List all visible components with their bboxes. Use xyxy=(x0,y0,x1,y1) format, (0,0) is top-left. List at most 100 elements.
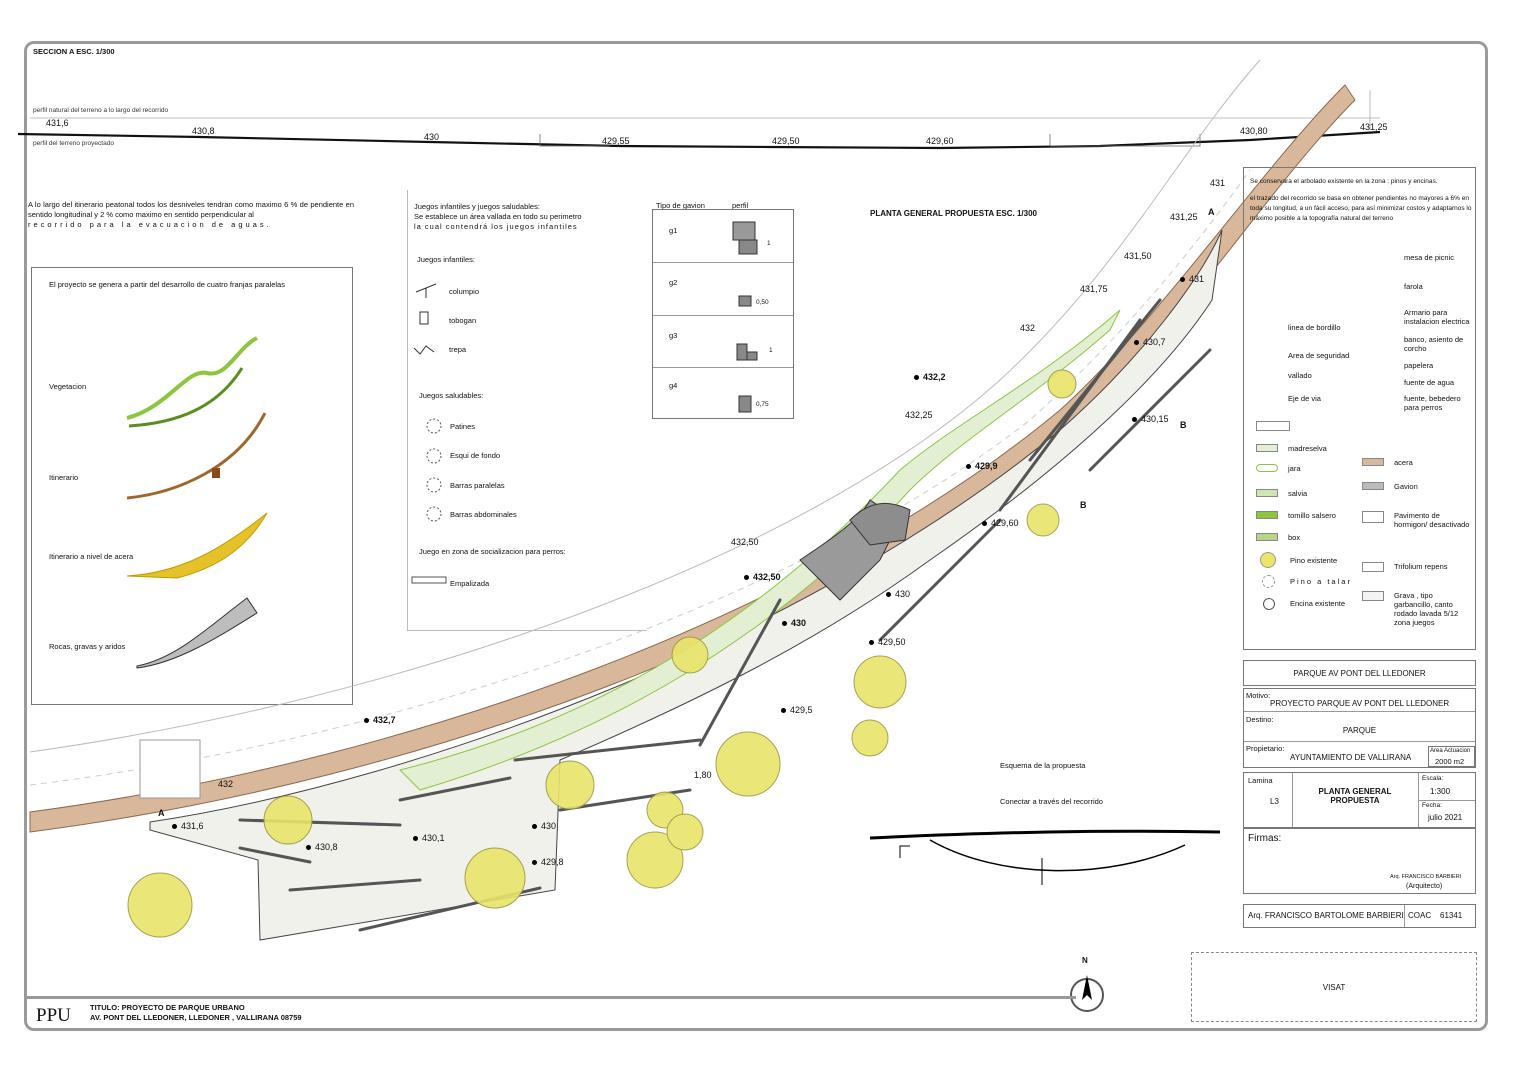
plan-elev-6: 432,2 xyxy=(914,372,946,382)
projected-profile-label: perfil del terreno proyectado xyxy=(33,140,114,147)
plan-elev-11: 432 xyxy=(218,779,234,789)
legend-safety-area: Area de seguridad xyxy=(1288,351,1350,360)
plan-elev-22: 429,60 xyxy=(982,518,1019,528)
scheme-text: Conectar a través del recorrido xyxy=(1000,797,1103,806)
motivo-value: PROYECTO PARQUE AV PONT DEL LLEDONER xyxy=(1270,699,1450,708)
coac-label: COAC xyxy=(1408,911,1432,920)
kids-game-swing: columpio xyxy=(449,287,480,296)
plan-elev-21: 429,50 xyxy=(869,637,906,647)
plan-elev-16: 429,8 xyxy=(532,857,564,867)
section-mark-b-bottom: B xyxy=(1080,500,1087,510)
gabion-row-g1-dim: 1 xyxy=(767,240,771,247)
legend-box-plant: box xyxy=(1288,533,1301,542)
legend-rockrose: jara xyxy=(1288,464,1301,473)
legend-existing-pine: Pino existente xyxy=(1290,556,1338,565)
plan-elev-8: 432,50 xyxy=(731,537,759,547)
dogs-games-title: Juego en zona de socializacion para perr… xyxy=(419,547,566,556)
section-level-4: 429,55 xyxy=(602,136,630,146)
architect-name: Arq. FRANCISCO BARTOLOME BARBIERI xyxy=(1248,911,1404,920)
kids-games-title: Juegos infantiles: xyxy=(417,255,475,264)
sheet-plan-title: PLANTA GENERAL PROPUESTA xyxy=(1318,787,1392,805)
legend-existing-oak: Encina existente xyxy=(1290,599,1346,608)
games-symbols xyxy=(411,283,447,584)
area-value: 2000 m2 xyxy=(1435,757,1465,766)
section-mark-a-top: A xyxy=(1208,207,1215,217)
concept-itinerary-sidewalk-label: Itinerario a nivel de acera xyxy=(49,552,134,561)
plan-elev-3: 431,50 xyxy=(1124,251,1152,261)
plan-elev-26: 431 xyxy=(1180,274,1204,284)
plan-elev-23: 429,9 xyxy=(966,461,998,471)
signature-role: (Arquitecto) xyxy=(1406,883,1443,890)
natural-profile-label: perfil natural del terreno a lo largo de… xyxy=(33,107,169,114)
destino-label: Destino: xyxy=(1246,715,1274,724)
concept-rocks-label: Rocas, gravas y aridos xyxy=(49,642,126,651)
legend-sage: salvia xyxy=(1288,489,1308,498)
gabion-col-type: Tipo de gavion xyxy=(656,201,705,210)
section-level-2: 430,8 xyxy=(192,126,215,136)
plan-elev-2: 431,25 xyxy=(1170,212,1198,222)
fecha-label: Fecha: xyxy=(1422,802,1442,809)
motivo-label: Motivo: xyxy=(1246,691,1271,700)
scheme-title: Esquema de la propuesta xyxy=(1000,761,1086,770)
gabion-row-g3: g3 xyxy=(669,331,678,340)
plan-elev-15: 430 xyxy=(532,821,556,831)
legend-swatch-honeysuckle xyxy=(1256,444,1278,452)
coac-number: 61341 xyxy=(1440,911,1463,920)
gabion-row-g4-dim: 0,75 xyxy=(756,401,769,408)
legend-swatch-pine-cut xyxy=(1262,575,1275,588)
section-level-5: 429,50 xyxy=(772,136,800,146)
plan-elev-25: 430,7 xyxy=(1134,337,1166,347)
legend-swatch-gravel xyxy=(1362,591,1384,601)
health-game-4: Barras abdominales xyxy=(450,510,517,519)
legend-road-axis: Eje de via xyxy=(1288,394,1321,403)
legend-swatch-box xyxy=(1256,533,1278,541)
architect-box: Arq. FRANCISCO BARTOLOME BARBIERI COAC 6… xyxy=(1243,904,1476,928)
legend-swatch-sidewalk xyxy=(1362,458,1384,466)
concept-title: El proyecto se genera a partir del desar… xyxy=(49,280,285,289)
titleblock-info-box: Motivo: PROYECTO PARQUE AV PONT DEL LLED… xyxy=(1243,688,1476,768)
plan-elev-17: 429,5 xyxy=(781,705,813,715)
legend-dog-fountain: fuente, bebedero para perros xyxy=(1404,394,1461,412)
concept-vegetation-label: Vegetacion xyxy=(49,382,87,391)
plan-elev-12: 431,6 xyxy=(172,821,204,831)
plan-elev-4: 431,75 xyxy=(1080,284,1108,294)
legend-swatch-sage xyxy=(1256,489,1278,497)
health-game-2: Esqui de fondo xyxy=(450,451,501,460)
signature-name: Arq. FRANCISCO BARBIERI xyxy=(1390,874,1462,880)
plan-elev-5: 432 xyxy=(1020,323,1036,333)
visat-label: VISAT xyxy=(1322,983,1346,992)
legend-bin: papelera xyxy=(1404,361,1434,370)
slopes-note-last: recorrido para la evacuacion de aguas. xyxy=(28,220,272,229)
escala-label: Escala: xyxy=(1422,775,1444,782)
gabion-row-g3-dim: 1 xyxy=(769,347,773,354)
north-arrow-label: N xyxy=(1082,956,1088,965)
health-game-1: Patines xyxy=(450,422,476,431)
legend-trifolium: Trifolium repens xyxy=(1394,562,1448,571)
section-level-1: 431,6 xyxy=(46,118,69,128)
titleblock-header: PARQUE AV PONT DEL LLEDONER xyxy=(1293,669,1426,678)
destino-value: PARQUE xyxy=(1342,726,1377,735)
games-note-title: Juegos infantiles y juegos saludables: xyxy=(414,202,540,211)
games-divider-bottom xyxy=(407,630,647,632)
plan-elev-14: 430,1 xyxy=(413,833,445,843)
legend-swatch-thyme xyxy=(1256,511,1278,519)
legend-swatch-trifolium xyxy=(1362,562,1384,572)
legend-swatch-blank xyxy=(1256,421,1290,431)
legend-concrete: Pavimento de hormigon/ desactivado xyxy=(1394,511,1470,529)
trees-note-2: el trazado del recorrido se basa en obte… xyxy=(1250,195,1472,222)
legend-swatch-concrete xyxy=(1362,511,1384,523)
plan-elev-13: 430,8 xyxy=(306,842,338,852)
kids-game-climb: trepa xyxy=(449,345,467,354)
legend-electric-cabinet: Armario para instalacion electrica xyxy=(1404,308,1470,326)
dogs-fence-label: Empalizada xyxy=(450,579,490,588)
visat-box: VISAT xyxy=(1191,952,1477,1022)
kids-game-slide: tobogan xyxy=(449,316,477,325)
games-note-text-2: la cual contendrá los juegos infantiles xyxy=(414,222,578,231)
section-level-3: 430 xyxy=(424,132,440,142)
plan-title: PLANTA GENERAL PROPUESTA ESC. 1/300 xyxy=(870,209,1037,218)
plan-elev-18: 1,80 xyxy=(694,770,712,780)
section-mark-a-bottom: A xyxy=(158,808,165,818)
fecha-value: julio 2021 xyxy=(1428,813,1463,822)
concept-box: El proyecto se genera a partir del desar… xyxy=(31,267,353,705)
area-box: Area Actuacion 2000 m2 xyxy=(1428,746,1475,767)
